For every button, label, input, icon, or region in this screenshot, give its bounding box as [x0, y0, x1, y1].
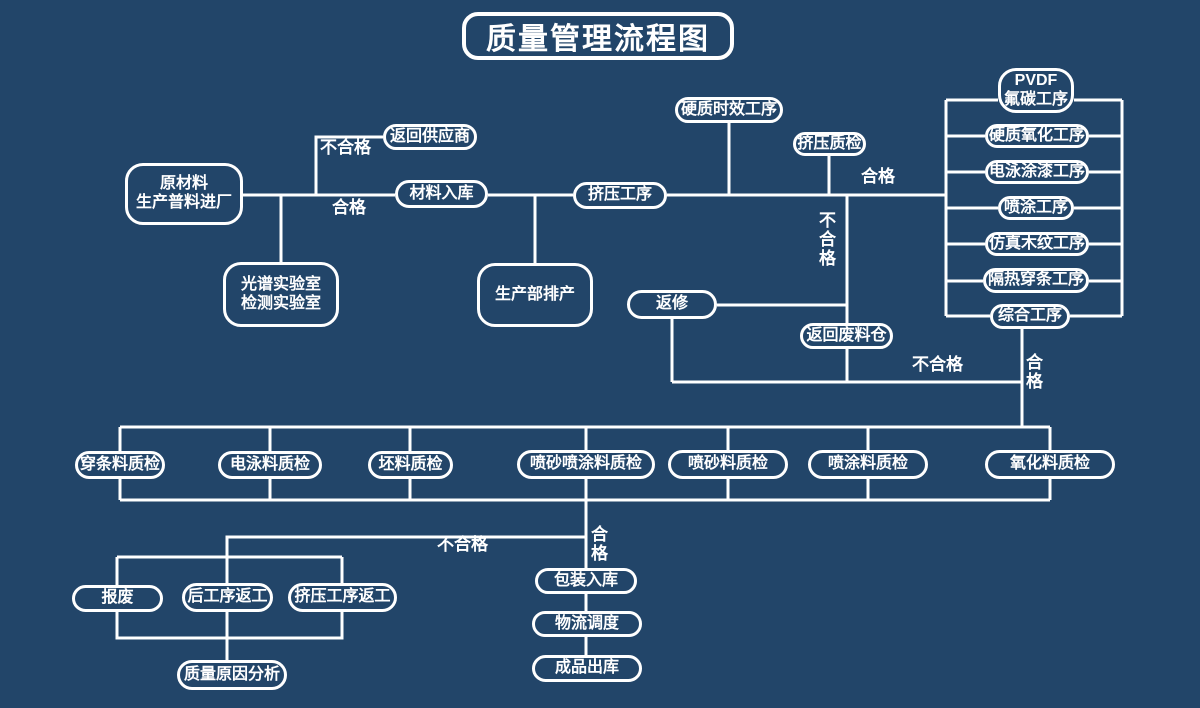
label-fail-after-extrusion: 不 合 格	[819, 211, 836, 269]
node-post-process-rework: 后工序返工	[182, 583, 273, 612]
node-finished-product-shipping: 成品出库	[532, 655, 642, 682]
label-fail-to-supplier: 不合格	[320, 138, 371, 157]
node-extrusion-process: 挤压工序	[573, 182, 667, 209]
node-qc-billet-material: 坯料质检	[368, 451, 453, 479]
node-extrusion-process-rework: 挤压工序返工	[288, 583, 397, 612]
node-spectro-test-lab: 光谱实验室 检测实验室	[223, 262, 339, 327]
node-production-scheduling: 生产部排产	[477, 263, 593, 327]
node-return-supplier: 返回供应商	[383, 124, 477, 150]
label-fail-to-rework: 不合格	[912, 355, 963, 374]
label-pass-after-composite: 合 格	[1026, 353, 1043, 392]
node-electrophoresis-paint-process: 电泳涂漆工序	[985, 160, 1089, 184]
node-material-storage: 材料入库	[395, 180, 488, 208]
node-packing-storage: 包装入库	[535, 568, 637, 594]
node-hard-aging-process: 硬质时效工序	[675, 97, 783, 123]
node-composite-process: 综合工序	[990, 304, 1070, 329]
connector-line	[115, 612, 344, 640]
node-thermal-break-strip-process: 隔热穿条工序	[983, 268, 1089, 293]
page-title: 质量管理流程图	[462, 12, 734, 60]
connector-line	[314, 135, 383, 195]
node-raw-material-entry: 原材料 生产普料进厂	[125, 163, 243, 225]
node-scrap: 报废	[72, 585, 163, 612]
node-logistics-dispatch: 物流调度	[532, 611, 642, 637]
node-hard-anodizing-process: 硬质氧化工序	[985, 124, 1089, 148]
node-qc-spray-material: 喷涂料质检	[808, 450, 928, 479]
label-pass-after-qc: 合 格	[591, 525, 608, 564]
node-qc-electrophoresis-material: 电泳料质检	[218, 451, 322, 479]
label-pass-after-extrusion: 合格	[861, 167, 895, 186]
node-extrusion-qc: 挤压质检	[793, 132, 866, 156]
node-qc-sandblast-spray-material: 喷砂喷涂料质检	[517, 450, 655, 479]
label-pass-to-storage: 合格	[332, 198, 366, 217]
node-waste-warehouse-return: 返回废料仓	[800, 323, 893, 349]
node-quality-cause-analysis: 质量原因分析	[177, 660, 287, 690]
node-qc-strip-material: 穿条料质检	[75, 451, 165, 479]
node-rework: 返修	[627, 290, 717, 319]
connector-line	[225, 535, 586, 583]
node-qc-sandblast-material: 喷砂料质检	[668, 450, 788, 479]
node-spraying-process: 喷涂工序	[998, 196, 1074, 220]
node-qc-anodized-material: 氧化料质检	[985, 450, 1115, 479]
node-pvdf-fluorocarbon-process: PVDF 氟碳工序	[998, 68, 1074, 113]
node-wood-grain-process: 仿真木纹工序	[985, 232, 1089, 256]
label-fail-after-qc: 不合格	[437, 535, 488, 554]
